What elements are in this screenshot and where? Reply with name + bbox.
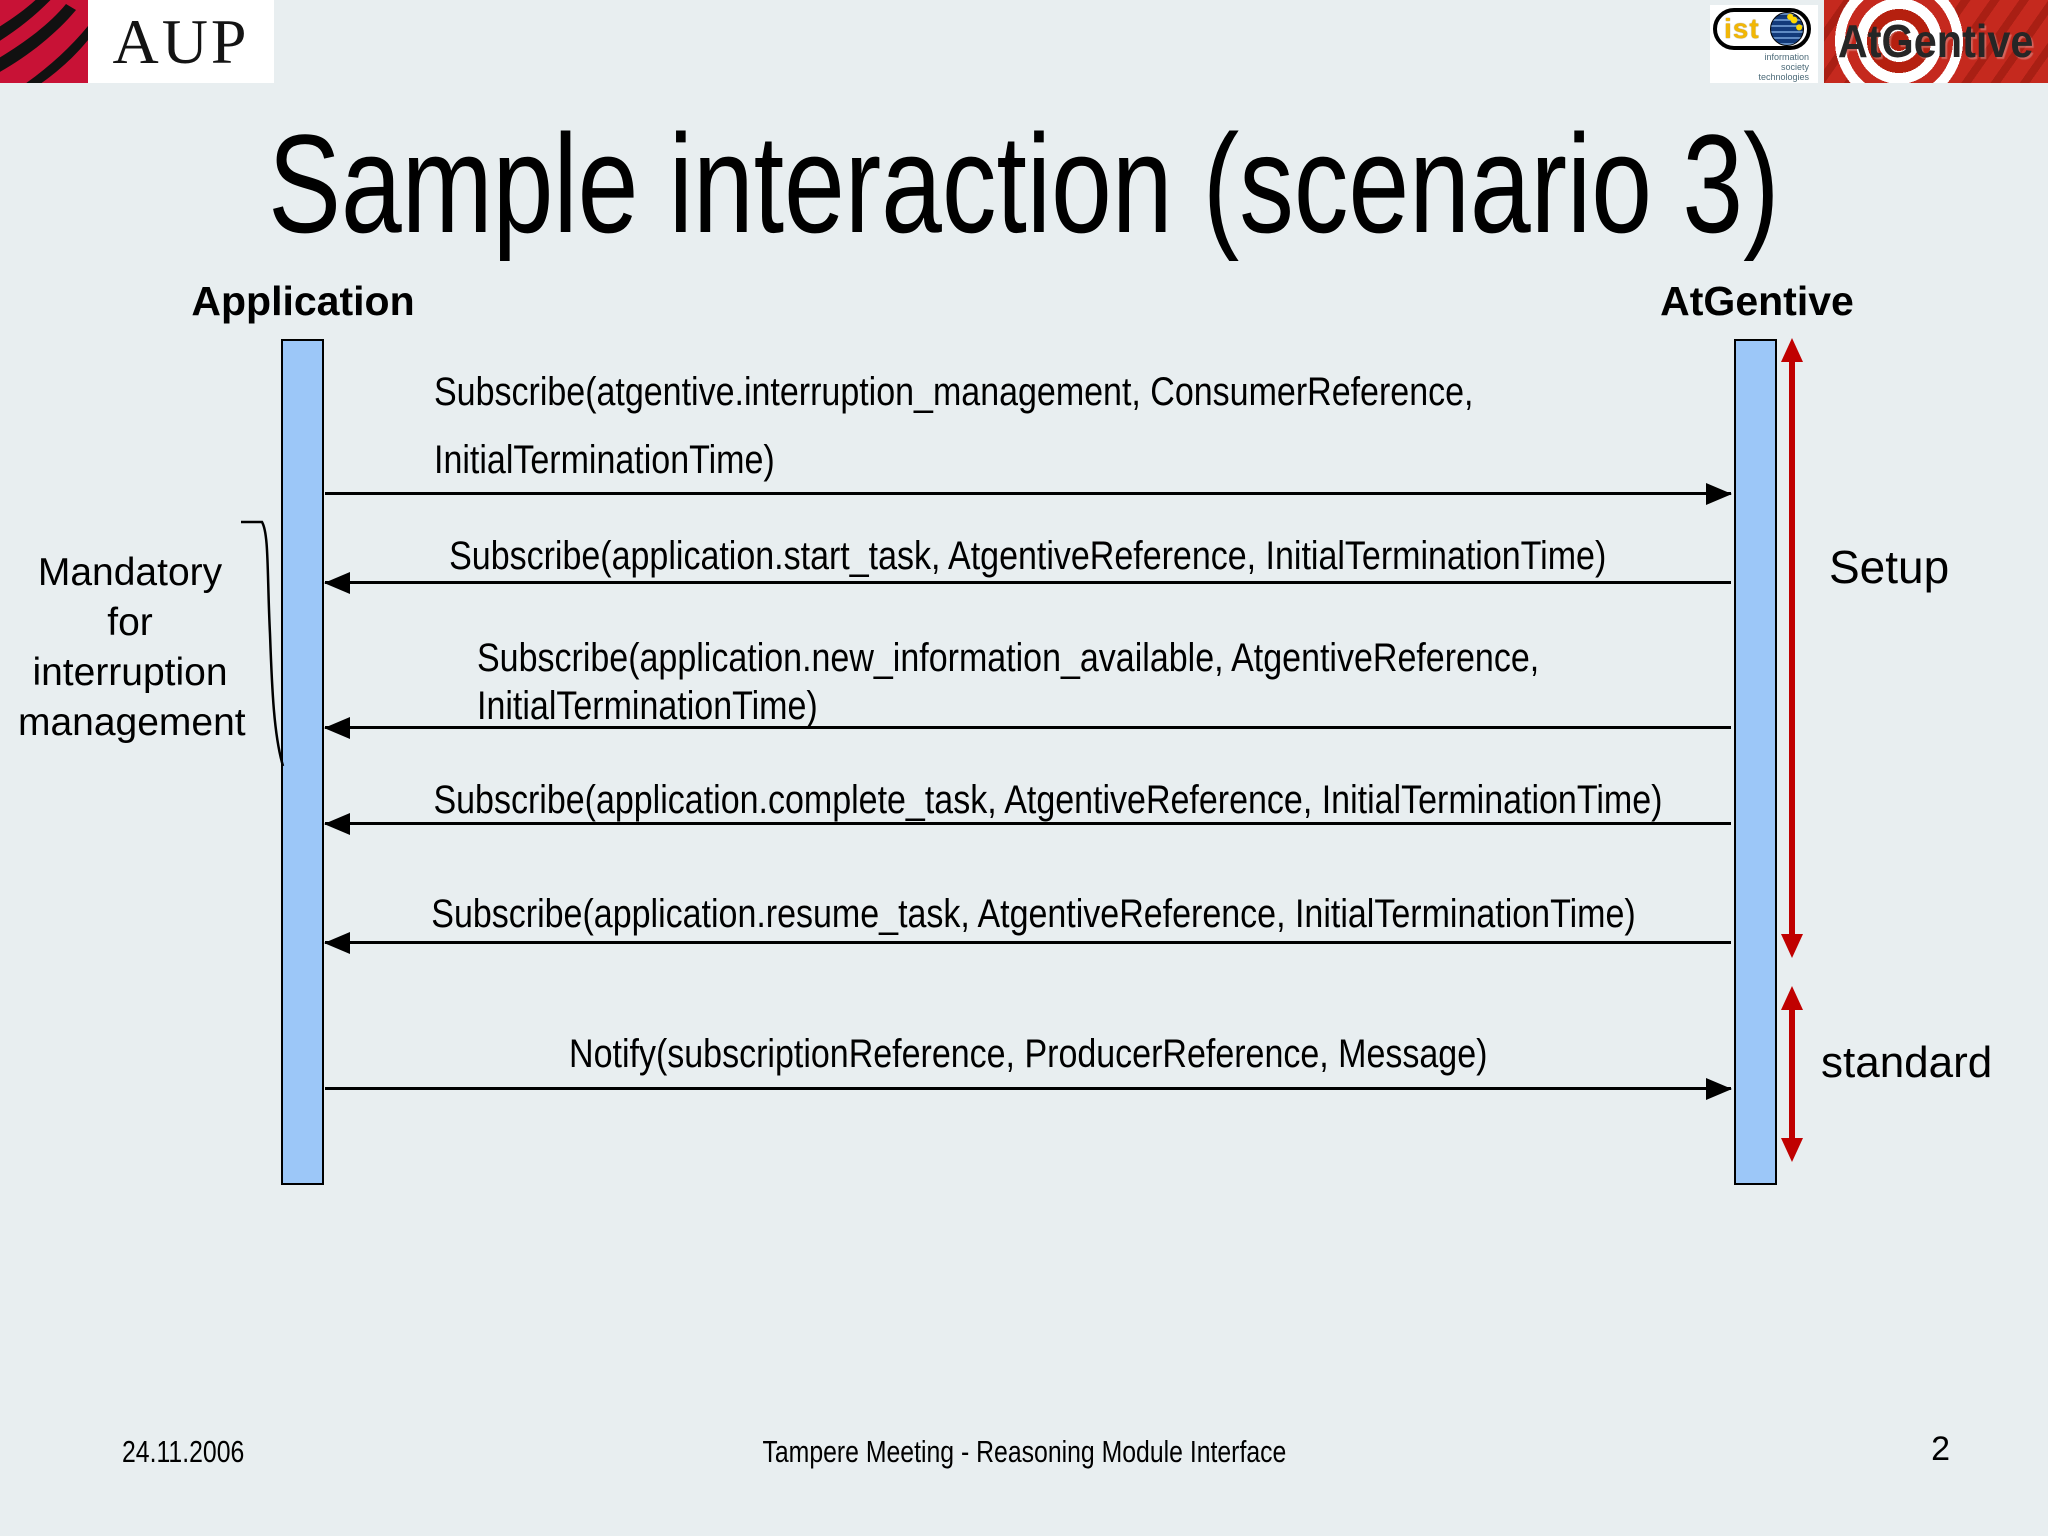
atgentive-logo: AtGentive: [1824, 0, 2048, 83]
eu-globe-icon: [1770, 12, 1804, 46]
ist-logo-subtext: information society technologies: [1758, 52, 1809, 82]
mandatory-note: Mandatory for interruption management: [18, 551, 246, 744]
message-text: InitialTerminationTime): [477, 684, 818, 728]
message-text: Subscribe(application.resume_task, Atgen…: [431, 892, 1636, 936]
message-text: InitialTerminationTime): [434, 438, 775, 482]
ist-logo-text: ist: [1724, 13, 1760, 44]
message-arrow: [325, 941, 1731, 944]
message-arrow: [325, 492, 1731, 495]
message-text: Subscribe(application.new_information_av…: [477, 636, 1540, 680]
message-text: Subscribe(application.start_task, Atgent…: [449, 534, 1607, 578]
phase-arrow-setup: [1789, 362, 1795, 934]
message-text: Subscribe(application.complete_task, Atg…: [433, 778, 1663, 822]
lifeline-bar-atgentive: [1734, 339, 1777, 1185]
aup-logo-text: AUP: [88, 0, 274, 83]
ist-logo-pill: ist: [1713, 8, 1811, 50]
phase-arrow-standard: [1789, 1010, 1795, 1138]
brush-strokes-icon: [0, 0, 88, 88]
atgentive-logo-text: AtGentive: [1838, 15, 2034, 67]
phase-label-standard: standard: [1821, 1038, 1993, 1087]
message-text: Notify(subscriptionReference, ProducerRe…: [568, 1032, 1488, 1076]
page-title: Sample interaction (scenario 3): [268, 105, 1780, 262]
message-arrow: [325, 822, 1731, 825]
ist-logo: ist information society technologies: [1710, 5, 1818, 83]
target-rings-icon: [1834, 0, 1964, 83]
message-arrow: [325, 581, 1731, 584]
lifeline-label-application: Application: [191, 278, 415, 324]
footer-page-number: 2: [1931, 1430, 1950, 1468]
footer-title: Tampere Meeting - Reasoning Module Inter…: [762, 1434, 1286, 1469]
note-bracket: [241, 520, 285, 767]
message-text: Subscribe(atgentive.interruption_managem…: [434, 370, 1474, 414]
message-arrow: [325, 726, 1731, 729]
message-arrow: [325, 1087, 1731, 1090]
aup-logo: AUP: [0, 0, 274, 88]
phase-label-setup: Setup: [1829, 541, 1950, 593]
lifeline-label-atgentive: AtGentive: [1660, 278, 1854, 324]
footer-date: 24.11.2006: [122, 1434, 245, 1469]
